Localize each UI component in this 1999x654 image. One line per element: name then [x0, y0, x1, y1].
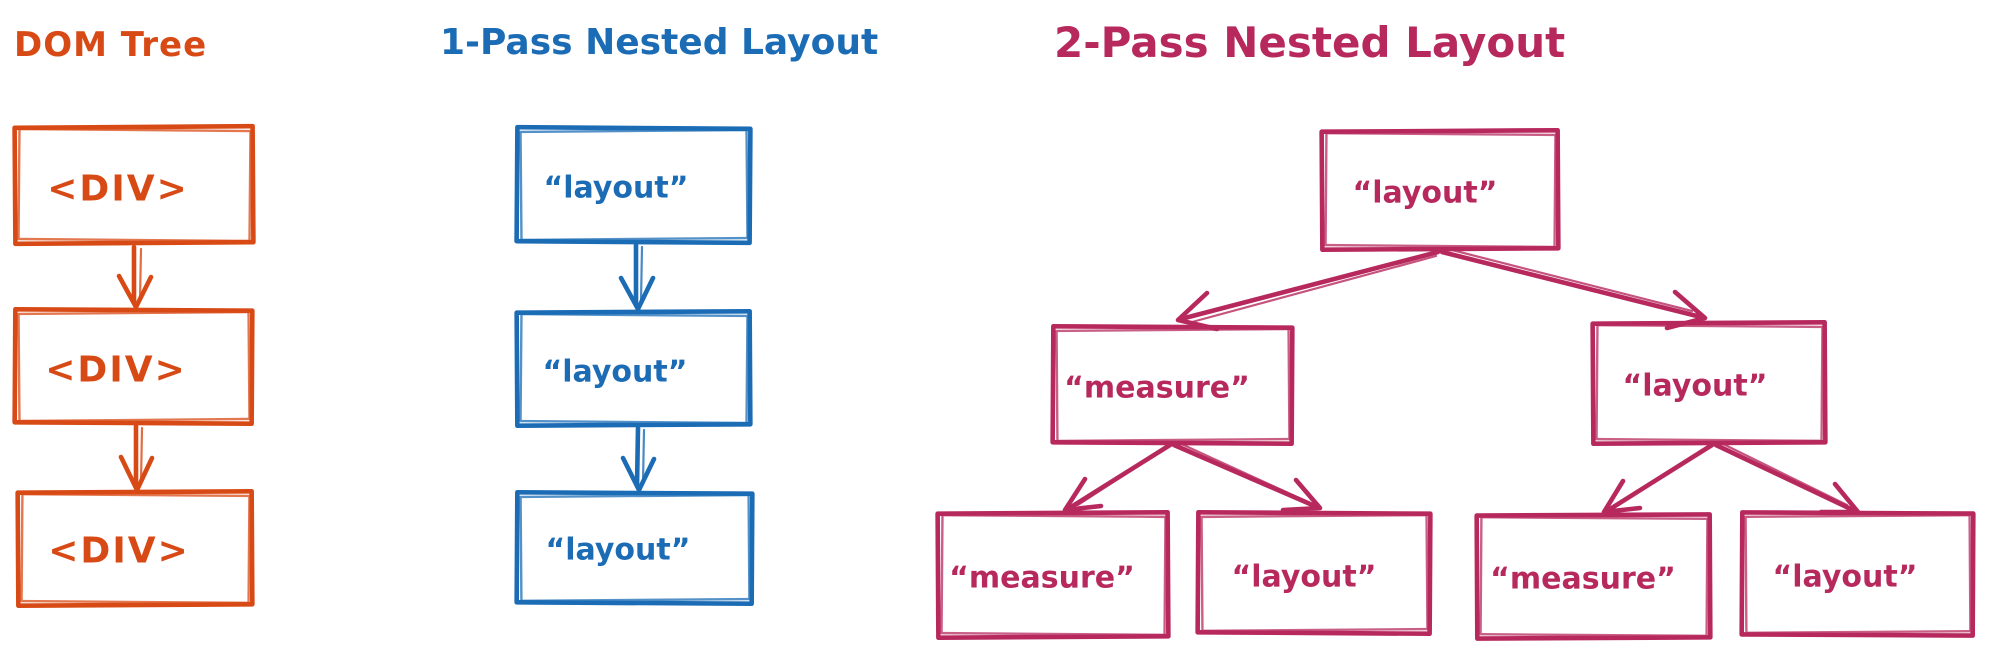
dom-node-label-2: <DIV> — [45, 350, 186, 391]
2pass-root-box — [1319, 127, 1561, 253]
panel-2pass: 2-Pass Nested Layout “layout” — [935, 18, 1976, 641]
1pass-arrow-1 — [618, 242, 656, 312]
2pass-measure-node: “measure” — [1050, 323, 1295, 447]
2pass-leaf-box-layout-1-sketch — [1200, 513, 1429, 633]
2pass-leaf-measure-1: “measure” — [935, 509, 1171, 641]
1pass-node-label-1: “layout” — [544, 171, 689, 206]
dom-node-box-2-sketch — [17, 310, 251, 423]
2pass-leaf-box-measure-1-sketch — [940, 513, 1167, 637]
2pass-leaf-layout-1: “layout” — [1195, 509, 1433, 637]
2pass-measure-box — [1050, 323, 1295, 447]
2pass-leaf-box-layout-1 — [1195, 509, 1433, 637]
dom-node-box-1 — [12, 123, 256, 247]
2pass-leaf-box-measure-2-sketch — [1479, 516, 1709, 637]
1pass-node-2: “layout” — [514, 308, 753, 429]
1pass-node-box-3-sketch — [519, 493, 751, 603]
dom-node-3: <DIV> — [15, 488, 255, 609]
panel-dom-tree: DOM Tree <DIV> <DIV> — [12, 25, 256, 609]
2pass-leaf-box-layout-2-sketch — [1744, 514, 1972, 634]
panel-1pass: 1-Pass Nested Layout “layout” “layout” — [440, 22, 878, 607]
1pass-node-label-2: “layout” — [543, 355, 688, 390]
1pass-title: 1-Pass Nested Layout — [440, 22, 878, 63]
2pass-measure-label: “measure” — [1064, 371, 1250, 406]
2pass-root-label: “layout” — [1353, 176, 1498, 211]
2pass-layout-box — [1590, 319, 1828, 447]
2pass-arrow-root-to-measure — [1175, 249, 1441, 332]
2pass-leaf-box-layout-2 — [1739, 510, 1976, 638]
2pass-arrow-measure-to-layout — [1171, 440, 1323, 513]
dom-node-2: <DIV> — [12, 306, 255, 427]
1pass-node-box-3 — [514, 489, 755, 607]
dom-node-box-3 — [15, 488, 255, 609]
2pass-leaf-label-layout-1: “layout” — [1232, 560, 1377, 595]
2pass-root-box-sketch — [1324, 131, 1557, 249]
2pass-arrow-layout-to-layout — [1713, 440, 1861, 515]
2pass-leaf-label-measure-1: “measure” — [949, 561, 1135, 596]
dom-node-box-3-sketch — [20, 492, 251, 605]
2pass-arrow-measure-to-measure — [1062, 442, 1173, 513]
dom-node-box-2 — [12, 306, 255, 427]
dom-node-label-3: <DIV> — [48, 531, 189, 572]
2pass-leaf-label-layout-2: “layout” — [1773, 560, 1918, 595]
2pass-layout-box-sketch — [1595, 323, 1824, 443]
dom-arrow-1 — [116, 244, 154, 310]
1pass-node-box-1-sketch — [519, 128, 749, 242]
2pass-arrow-root-to-layout — [1439, 246, 1708, 331]
1pass-node-1: “layout” — [514, 124, 753, 246]
1pass-node-box-2 — [514, 308, 753, 429]
1pass-node-box-2-sketch — [519, 312, 749, 425]
1pass-node-3: “layout” — [514, 489, 755, 607]
2pass-root-node: “layout” — [1319, 127, 1561, 253]
1pass-node-box-1 — [514, 124, 753, 246]
1pass-arrow-2 — [620, 425, 657, 493]
1pass-node-label-3: “layout” — [546, 533, 691, 568]
2pass-leaf-label-measure-2: “measure” — [1490, 562, 1676, 597]
2pass-leaf-measure-2: “measure” — [1474, 512, 1713, 641]
2pass-layout-label: “layout” — [1623, 369, 1768, 404]
dom-tree-title: DOM Tree — [14, 25, 207, 65]
2pass-arrow-layout-to-measure — [1601, 442, 1715, 515]
2pass-layout-node: “layout” — [1590, 319, 1828, 447]
dom-node-box-1-sketch — [17, 127, 252, 243]
2pass-measure-box-sketch — [1055, 327, 1291, 443]
dom-node-label-1: <DIV> — [47, 169, 188, 210]
dom-node-1: <DIV> — [12, 123, 256, 247]
2pass-leaf-box-measure-2 — [1474, 512, 1713, 641]
dom-arrow-2 — [118, 423, 155, 493]
2pass-leaf-layout-2: “layout” — [1739, 510, 1976, 638]
2pass-title: 2-Pass Nested Layout — [1054, 18, 1565, 67]
2pass-leaf-box-measure-1 — [935, 509, 1171, 641]
